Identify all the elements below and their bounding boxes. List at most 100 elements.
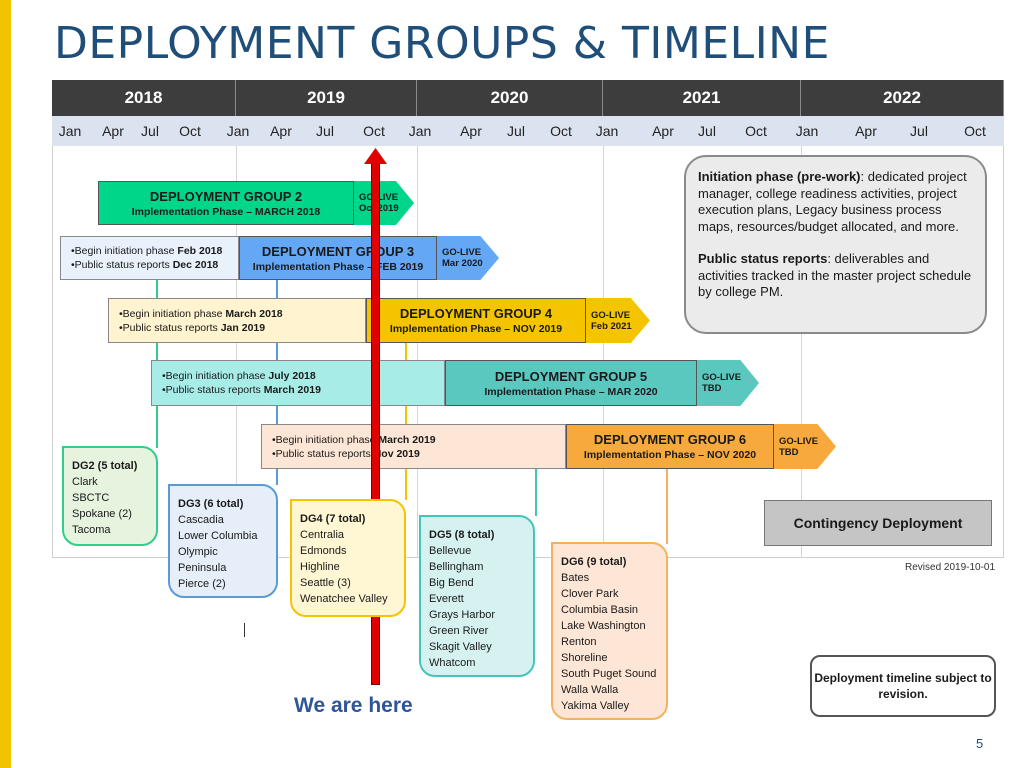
we-are-here-label: We are here [294, 694, 413, 717]
college-list-header: DG4 (7 total) [300, 513, 366, 525]
month-band [52, 116, 1004, 146]
golive-date: Mar 2020 [442, 258, 483, 269]
status-report-line: •Public status reports Jan 2019 [119, 321, 266, 334]
initiation-line: •Begin initiation phase Feb 2018 [71, 245, 223, 257]
college-name: Shoreline [561, 652, 608, 664]
revision-note-box: Deployment timeline subject to revision. [810, 655, 996, 717]
year-header-2018: 2018 [52, 80, 236, 116]
college-name: Yakima Valley [561, 700, 630, 712]
status-text: : deliverables and activities tracked in… [698, 251, 972, 299]
month-label: Jul [910, 123, 928, 139]
college-name: Walla Walla [561, 684, 619, 696]
status-info: Public status reports: deliverables and … [698, 251, 973, 301]
college-name: Lower Columbia [178, 530, 258, 542]
left-accent-stripe [0, 0, 11, 768]
status-report-line: •Public status reports Nov 2019 [272, 447, 420, 460]
year-header-2021: 2021 [603, 80, 801, 116]
year-header-2019: 2019 [236, 80, 417, 116]
pre-work-box-dg6: •Begin initiation phase March 2019•Publi… [261, 424, 566, 469]
college-name: Bates [561, 572, 590, 584]
college-name: Everett [429, 593, 464, 605]
connector-line-dg5 [535, 468, 537, 516]
group-name: DEPLOYMENT GROUP 5 [494, 368, 648, 384]
college-name: Pierce (2) [178, 578, 226, 590]
status-term: Public status reports [698, 251, 828, 266]
college-name: Olympic [178, 546, 218, 558]
college-list-header: DG2 (5 total) [72, 460, 138, 472]
college-name: Tacoma [72, 524, 111, 536]
college-name: Edmonds [300, 545, 347, 557]
implementation-phase: Implementation Phase – FEB 2019 [252, 260, 424, 273]
golive-label: GO-LIVE [779, 435, 819, 447]
month-label: Oct [550, 123, 572, 139]
initiation-text: : dedicated project manager, college rea… [698, 169, 967, 234]
revised-date: Revised 2019-10-01 [905, 562, 996, 573]
month-label: Oct [964, 123, 986, 139]
college-name: Highline [300, 561, 340, 573]
golive-label: GO-LIVE [359, 192, 414, 203]
group-name: DEPLOYMENT GROUP 4 [399, 306, 553, 321]
college-name: Centralia [300, 529, 345, 541]
year-gridline [417, 146, 418, 558]
college-name: Grays Harbor [429, 609, 496, 621]
month-label: Jan [595, 123, 619, 139]
month-label: Jan [226, 123, 250, 139]
college-name: Green River [429, 625, 489, 637]
college-name: Renton [561, 636, 597, 648]
college-name: Columbia Basin [561, 604, 639, 616]
month-label: Apr [102, 123, 124, 139]
month-label: Jul [698, 123, 716, 139]
pre-work-box-dg3: •Begin initiation phase Feb 2018•Public … [60, 236, 239, 280]
page-title: DEPLOYMENT GROUPS & TIMELINE [54, 18, 830, 69]
implementation-phase: Implementation Phase – NOV 2019 [389, 323, 563, 335]
year-header-2020: 2020 [417, 80, 603, 116]
connector-line-dg6 [666, 468, 668, 544]
college-name: South Puget Sound [561, 668, 657, 680]
year-header-2022: 2022 [801, 80, 1004, 116]
phase-info-box: Initiation phase (pre-work): dedicated p… [684, 155, 987, 334]
pre-work-box-dg4: •Begin initiation phase March 2018•Publi… [108, 298, 366, 343]
college-name: Bellevue [429, 545, 472, 557]
deployment-group-bar-4: DEPLOYMENT GROUP 4 Implementation Phase –… [366, 298, 586, 343]
month-label: Jul [316, 123, 334, 139]
month-label: Jul [507, 123, 525, 139]
college-name: Clover Park [561, 588, 619, 600]
year-gridline [801, 146, 802, 558]
college-name: Bellingham [429, 561, 484, 573]
initiation-info: Initiation phase (pre-work): dedicated p… [698, 169, 973, 235]
golive-label: GO-LIVE [442, 247, 482, 258]
college-name: Peninsula [178, 562, 227, 574]
college-list-header: DG5 (8 total) [429, 529, 495, 541]
initiation-line: •Begin initiation phase March 2018 [119, 307, 283, 320]
month-label: Oct [363, 123, 385, 139]
text-cursor [244, 623, 245, 637]
group-name: DEPLOYMENT GROUP 2 [149, 188, 303, 204]
college-name: Wenatchee Valley [300, 593, 388, 605]
initiation-term: Initiation phase (pre-work) [698, 169, 861, 184]
golive-label: GO-LIVE [702, 372, 742, 383]
college-name: SBCTC [72, 492, 110, 504]
initiation-line: •Begin initiation phase March 2019 [272, 433, 436, 446]
status-report-line: •Public status reports March 2019 [162, 384, 321, 396]
golive-date: TBD [702, 383, 722, 394]
month-label: Jul [141, 123, 159, 139]
connector-line-dg4 [405, 343, 407, 500]
group-name: DEPLOYMENT GROUP 3 [261, 243, 415, 259]
year-gridline [603, 146, 604, 558]
college-name: Skagit Valley [429, 641, 492, 653]
month-label: Apr [855, 123, 877, 139]
implementation-phase: Implementation Phase – MARCH 2018 [131, 205, 321, 218]
month-label: Jan [408, 123, 432, 139]
month-label: Jan [795, 123, 819, 139]
year-gridline [236, 146, 237, 558]
college-list-header: DG6 (9 total) [561, 556, 627, 568]
page-number: 5 [976, 736, 984, 751]
